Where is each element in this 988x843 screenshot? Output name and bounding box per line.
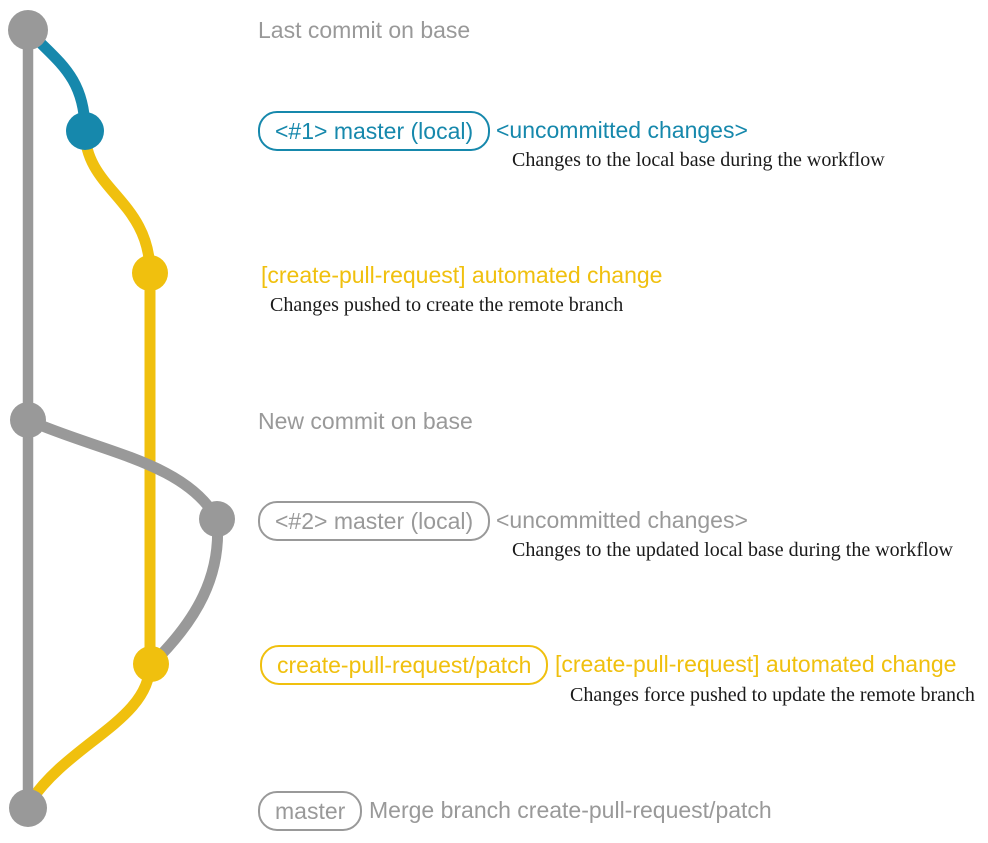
commit-dot-merge (9, 789, 47, 827)
commit2-description: Changes pushed to create the remote bran… (270, 294, 624, 316)
commit-dot-local-2 (199, 501, 235, 537)
commit2-message: [create-pull-request] automated change (261, 262, 663, 288)
create-pull-request-branch-line (25, 130, 156, 806)
last-commit-title: Last commit on base (258, 17, 471, 43)
commit-dot-local-1 (66, 112, 104, 150)
merge-commit-message: Merge branch create-pull-request/patch (369, 797, 772, 823)
commit-dot-remote-2 (133, 646, 169, 682)
uncommitted-changes-status-1: <uncommitted changes> (496, 117, 748, 143)
commit3-description: Changes to the updated local base during… (512, 539, 953, 561)
commit1-description: Changes to the local base during the wor… (512, 149, 885, 171)
commit-dot-new-base (10, 402, 46, 438)
commit4-message: [create-pull-request] automated change (555, 651, 957, 677)
branch-chip-master-local-2: <#2> master (local) (258, 501, 491, 541)
local-master-branch-2-line (25, 414, 224, 668)
commit-dot-last-base (8, 10, 48, 50)
new-commit-title: New commit on base (258, 408, 473, 434)
commit-dot-remote-1 (132, 255, 168, 291)
branch-chip-master-local-1: <#1> master (local) (258, 111, 491, 151)
branch-chip-create-pull-request-patch: create-pull-request/patch (260, 645, 549, 685)
commit4-description: Changes force pushed to update the remot… (570, 684, 975, 706)
uncommitted-changes-status-2: <uncommitted changes> (496, 507, 748, 533)
branch-chip-master: master (258, 791, 363, 831)
